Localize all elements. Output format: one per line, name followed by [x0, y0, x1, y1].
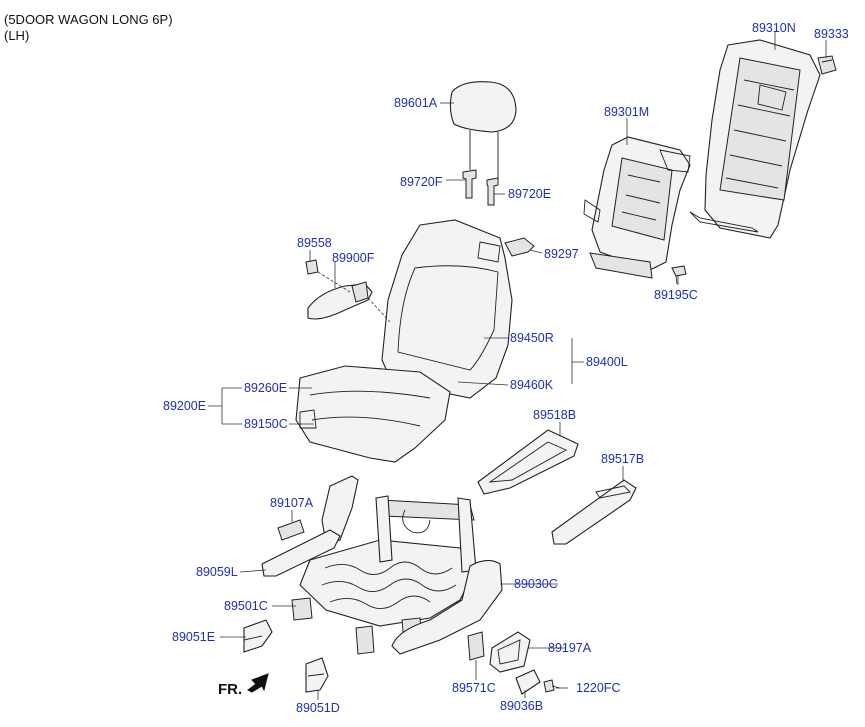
label-89558: 89558: [297, 236, 332, 250]
seat-cushion: [295, 365, 451, 463]
seat-back-panel: [689, 39, 821, 239]
bracket-89571C: [467, 631, 485, 661]
armrest: [307, 281, 391, 323]
front-marker-label: FR.: [218, 681, 242, 698]
rail-cover-89517B: [551, 479, 637, 545]
label-89720F: 89720F: [400, 175, 443, 189]
label-89059L: 89059L: [196, 565, 238, 579]
model-title: (5DOOR WAGON LONG 6P): [4, 12, 173, 27]
label-89450R: 89450R: [510, 331, 554, 345]
rail-cover-89518B: [477, 429, 579, 495]
clip-89333: [817, 55, 837, 75]
label-89036B: 89036B: [500, 699, 543, 713]
label-89150C: 89150C: [244, 417, 288, 431]
label-89310N: 89310N: [752, 21, 796, 35]
label-89301M: 89301M: [604, 105, 649, 119]
label-89333: 89333: [814, 27, 849, 41]
headrest-guides: [462, 169, 499, 206]
label-89518B: 89518B: [533, 408, 576, 422]
label-89900F: 89900F: [332, 251, 375, 265]
label-89601A: 89601A: [394, 96, 438, 110]
label-89107A: 89107A: [270, 496, 314, 510]
lever-89051D: [305, 657, 329, 693]
label-89030C: 89030C: [514, 577, 558, 591]
label-89571C: 89571C: [452, 681, 496, 695]
front-direction-arrow: FR.: [218, 673, 269, 698]
outer-shield-89030C: [391, 559, 503, 655]
label-89200E: 89200E: [163, 399, 206, 413]
headrest: [449, 81, 517, 180]
label-89400L: 89400L: [586, 355, 628, 369]
label-1220FC: 1220FC: [576, 681, 620, 695]
label-89297: 89297: [544, 247, 579, 261]
seat-back-cushion: [381, 219, 513, 399]
label-89197A: 89197A: [548, 641, 592, 655]
side-title: (LH): [4, 28, 30, 43]
lever-89051E: [243, 619, 273, 653]
side-shield-89107A: [277, 475, 359, 545]
label-89517B: 89517B: [601, 452, 644, 466]
label-89501C: 89501C: [224, 599, 268, 613]
leader-lines: [208, 32, 827, 700]
screw-1220FC: [543, 679, 561, 693]
inner-shield-89059L: [261, 529, 341, 577]
bolt-89558: [305, 259, 351, 293]
label-89460K: 89460K: [510, 378, 554, 392]
label-89051E: 89051E: [172, 630, 215, 644]
cover-clip-89297: [504, 237, 535, 257]
cap-89036B: [515, 669, 541, 695]
label-89195C: 89195C: [654, 288, 698, 302]
label-89260E: 89260E: [244, 381, 287, 395]
label-89720E: 89720E: [508, 187, 551, 201]
bolt-89195C: [671, 265, 687, 285]
seat-frame-track: [291, 495, 477, 655]
seat-back-frame: [583, 136, 691, 279]
label-89051D: 89051D: [296, 701, 340, 715]
knob-cover-89197A: [489, 631, 531, 673]
part-labels: 89310N 89333 89601A 89301M 89720F 89720E…: [163, 21, 849, 715]
